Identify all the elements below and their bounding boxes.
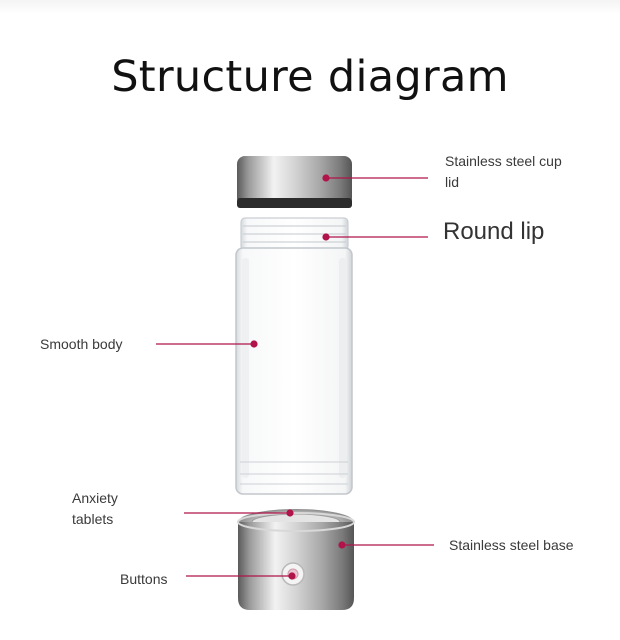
leader-lines <box>156 174 434 580</box>
label-smooth-body: Smooth body <box>40 336 123 352</box>
label-buttons: Buttons <box>120 571 168 587</box>
label-anxiety-tablets: Anxiety tablets <box>72 490 118 527</box>
diagram-title: Structure diagram <box>111 52 509 102</box>
label-stainless-steel-cup-lid: Stainless steel cup lid <box>445 153 562 190</box>
cup-lid <box>237 156 352 208</box>
round-lip <box>240 217 349 251</box>
label-stainless-steel-base: Stainless steel base <box>449 537 574 553</box>
glass-body <box>235 247 353 495</box>
steel-base <box>237 509 355 610</box>
label-round-lip: Round lip <box>443 218 545 245</box>
